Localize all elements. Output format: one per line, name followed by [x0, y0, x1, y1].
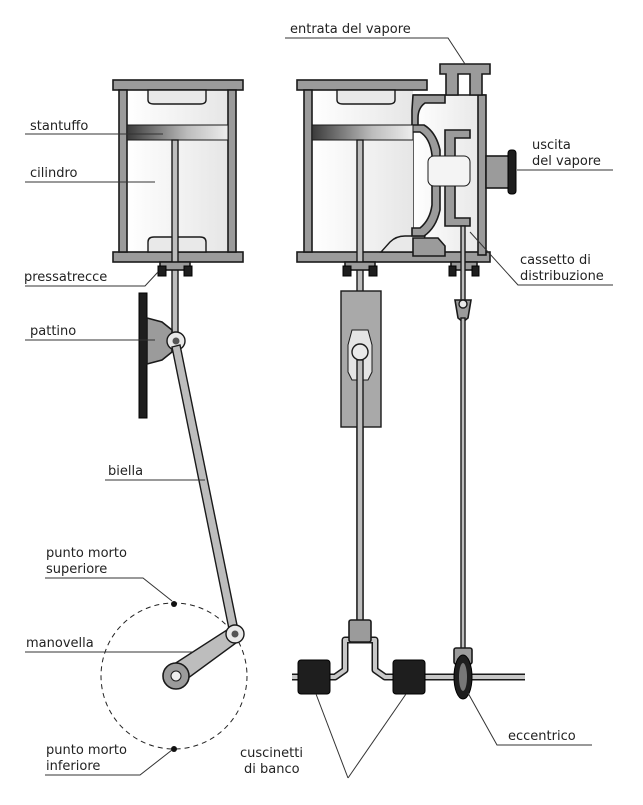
- right-valve-exhaust-cavity: [427, 155, 471, 187]
- right-engine-view: [292, 63, 525, 700]
- left-guide-bar: [138, 292, 148, 419]
- right-piston: [311, 124, 414, 141]
- label-cassetto-1: cassetto di: [520, 253, 591, 268]
- labels: stantuffo cilindro pressatrecce pattino …: [24, 22, 604, 777]
- right-valve-fork-pin: [458, 299, 468, 309]
- right-valve-gland-nut-1: [448, 265, 457, 277]
- right-valve-rod: [460, 225, 466, 307]
- left-crank-hub-inner: [170, 670, 182, 682]
- left-cylinder-right-wall: [227, 89, 237, 253]
- right-main-bearing-left: [297, 659, 331, 695]
- label-entrata-del-vapore: entrata del vapore: [290, 22, 411, 37]
- label-punto-morto-superiore-2: superiore: [46, 562, 107, 577]
- leader-eccentrico: [467, 692, 592, 746]
- right-crank-pin-bearing: [348, 619, 372, 643]
- left-cylinder-top-boss: [147, 89, 207, 105]
- left-gland-nut-2: [183, 265, 193, 277]
- right-cylinder-left-wall: [303, 89, 313, 253]
- right-lower-port: [412, 237, 446, 257]
- left-crank-pin-inner: [231, 630, 239, 638]
- leader-cassetto: [469, 231, 613, 286]
- left-cylinder-left-wall: [118, 89, 128, 253]
- right-eccentric-rod: [460, 317, 466, 654]
- label-pattino: pattino: [30, 324, 76, 339]
- leader-cuscinetti-right: [347, 693, 407, 779]
- label-cilindro: cilindro: [30, 166, 78, 181]
- right-chest-right-wall: [477, 94, 487, 256]
- label-manovella: manovella: [26, 636, 94, 651]
- right-cylinder-top-flange: [296, 79, 428, 91]
- leader-pms: [45, 577, 173, 602]
- right-gland-nut-2: [368, 265, 378, 277]
- leader-lines: [25, 37, 613, 779]
- label-uscita-1: uscita: [532, 138, 571, 153]
- label-stantuffo: stantuffo: [30, 119, 88, 134]
- label-biella: biella: [108, 464, 143, 479]
- left-piston: [126, 124, 229, 141]
- leader-pressatrecce: [25, 271, 159, 287]
- right-main-bearing-right: [392, 659, 426, 695]
- left-crosshead: [146, 316, 173, 366]
- left-top-dead-center-dot: [171, 601, 177, 607]
- left-gland-nut-1: [157, 265, 167, 277]
- label-eccentrico: eccentrico: [508, 729, 576, 744]
- left-engine-view: [100, 79, 248, 752]
- right-cylinder-top-boss: [336, 89, 396, 105]
- right-steam-outlet-pipe: [485, 155, 511, 189]
- right-valve-gland-nut-2: [471, 265, 480, 277]
- label-pressatrecce: pressatrecce: [24, 270, 107, 285]
- right-eccentric-sheave-inner: [459, 663, 467, 691]
- label-uscita-2: del vapore: [532, 154, 601, 169]
- right-slide-valve: [444, 129, 471, 227]
- label-punto-morto-superiore-1: punto morto: [46, 546, 127, 561]
- right-gland-nut-1: [342, 265, 352, 277]
- right-port-wall: [411, 124, 441, 237]
- leader-cuscinetti-left: [315, 693, 349, 779]
- label-punto-morto-inferiore-1: punto morto: [46, 743, 127, 758]
- label-cuscinetti-2: di banco: [244, 762, 300, 777]
- leader-pmi: [45, 749, 173, 776]
- label-punto-morto-inferiore-2: inferiore: [46, 759, 100, 774]
- right-crosshead-pin: [351, 343, 369, 361]
- label-cuscinetti-1: cuscinetti: [240, 746, 303, 761]
- leader-entrata: [285, 37, 466, 65]
- right-connecting-rod: [356, 359, 364, 626]
- left-cylinder-top-flange: [112, 79, 244, 91]
- left-connecting-rod: [171, 344, 239, 636]
- left-bottom-dead-center-dot: [171, 746, 177, 752]
- right-steam-inlet: [439, 63, 491, 96]
- label-cassetto-2: distribuzione: [520, 269, 604, 284]
- left-crosshead-pin-inner: [172, 337, 180, 345]
- left-piston-rod: [171, 139, 179, 341]
- right-steam-outlet-flange: [507, 149, 517, 195]
